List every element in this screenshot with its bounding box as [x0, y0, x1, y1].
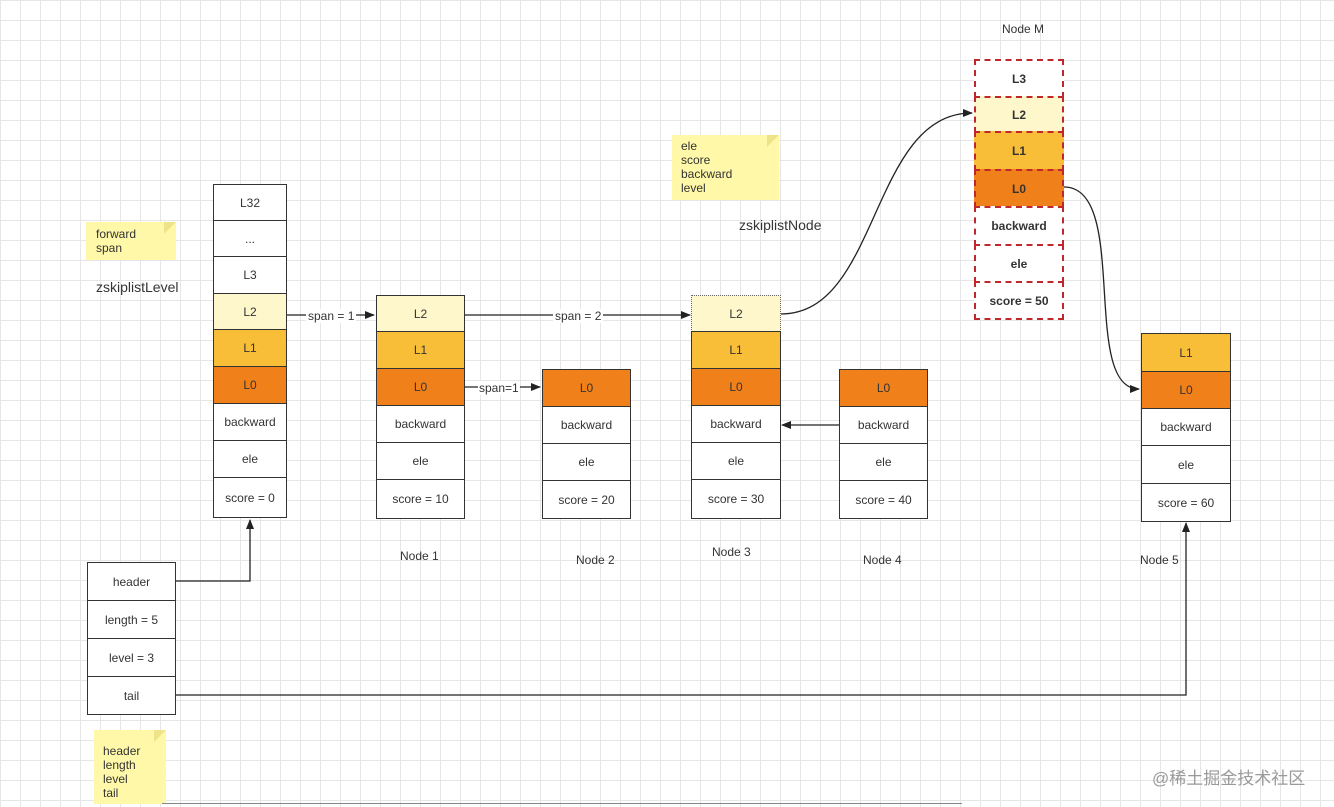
node1-l0-cell: L0 [376, 368, 465, 406]
node1-ele-cell: ele [376, 442, 465, 480]
note-line: level [681, 181, 706, 195]
node2-backward-cell: backward [542, 406, 631, 444]
head-ele-cell: ele [213, 440, 287, 478]
note-line: forward [96, 227, 137, 241]
nodem-l3-cell: L3 [974, 59, 1064, 98]
node3-label: Node 3 [712, 545, 751, 559]
span-label-node1-l0: span=1 [478, 381, 520, 395]
node4-l0-cell: L0 [839, 369, 928, 407]
level-sticky-note: forward span [86, 222, 176, 260]
nodem-label: Node M [1002, 22, 1045, 36]
note-line: score [681, 153, 711, 167]
edge-tail-to-node5 [176, 522, 1190, 696]
head-backward-cell: backward [213, 403, 287, 441]
node3-l1-cell: L1 [691, 331, 781, 369]
node3-score-cell: score = 30 [691, 479, 781, 519]
note-line: tail [103, 786, 119, 800]
nodem-l0-cell: L0 [974, 169, 1064, 208]
struct-level-cell: level = 3 [87, 638, 176, 677]
node3-backward-cell: backward [691, 405, 781, 443]
note-line: header [103, 744, 141, 758]
watermark: @稀土掘金技术社区 [1152, 769, 1306, 788]
node2-l0-cell: L0 [542, 369, 631, 407]
level-cell-l1: L1 [213, 329, 287, 367]
edge-node3-l2-to-nodem [780, 109, 973, 315]
node2-ele-cell: ele [542, 443, 631, 481]
nodem-l2-cell: L2 [974, 96, 1064, 133]
node1-score-cell: score = 10 [376, 479, 465, 519]
node5-backward-cell: backward [1141, 408, 1231, 446]
note-line: span [96, 241, 123, 255]
node5-label: Node 5 [1140, 553, 1179, 567]
note-line: length [103, 758, 136, 772]
node5-score-cell: score = 60 [1141, 483, 1231, 522]
node1-label: Node 1 [400, 549, 439, 563]
node5-l1-cell: L1 [1141, 333, 1231, 372]
edge-header-to-head [176, 519, 254, 582]
nodem-backward-cell: backward [974, 206, 1064, 246]
edge-nodem-l0-to-node5 [1063, 186, 1140, 393]
level-cell-ellipsis: ... [213, 220, 287, 257]
level-cell-l3: L3 [213, 256, 287, 294]
note-fold-icon [164, 222, 176, 234]
nodem-ele-cell: ele [974, 244, 1064, 283]
level-cell-l0: L0 [213, 366, 287, 404]
node2-label: Node 2 [576, 553, 615, 567]
note-fold-icon [154, 730, 166, 742]
zskiplistlevel-title: zskiplistLevel [96, 279, 179, 295]
node1-l2-cell: L2 [376, 295, 465, 332]
nodem-l1-cell: L1 [974, 131, 1064, 171]
nodem-score-cell: score = 50 [974, 281, 1064, 320]
span-label-head-l2: span = 1 [306, 309, 357, 323]
node4-ele-cell: ele [839, 443, 928, 481]
node1-backward-cell: backward [376, 405, 465, 443]
node5-l0-cell: L0 [1141, 371, 1231, 409]
struct-tail-cell: tail [87, 676, 176, 715]
head-score-cell: score = 0 [213, 477, 287, 518]
node3-l2-cell: L2 [691, 295, 781, 332]
bottom-divider [162, 803, 962, 804]
node3-l0-cell: L0 [691, 368, 781, 406]
level-cell-l32: L32 [213, 184, 287, 221]
struct-header-cell: header [87, 562, 176, 601]
node5-ele-cell: ele [1141, 445, 1231, 484]
level-cell-l2: L2 [213, 293, 287, 330]
span-label-node1-l2: span = 2 [553, 309, 604, 323]
node1-l1-cell: L1 [376, 331, 465, 369]
zskiplistnode-title: zskiplistNode [739, 217, 822, 233]
node2-score-cell: score = 20 [542, 480, 631, 519]
node4-label: Node 4 [863, 553, 902, 567]
note-fold-icon [767, 135, 779, 147]
node4-backward-cell: backward [839, 406, 928, 444]
node4-score-cell: score = 40 [839, 480, 928, 519]
node-sticky-note: ele score backward level [672, 135, 779, 200]
header-sticky-note: header length level tail [94, 730, 166, 804]
node3-ele-cell: ele [691, 442, 781, 480]
note-line: level [103, 772, 128, 786]
struct-length-cell: length = 5 [87, 600, 176, 639]
note-line: ele [681, 139, 698, 153]
note-line: backward [681, 167, 733, 181]
